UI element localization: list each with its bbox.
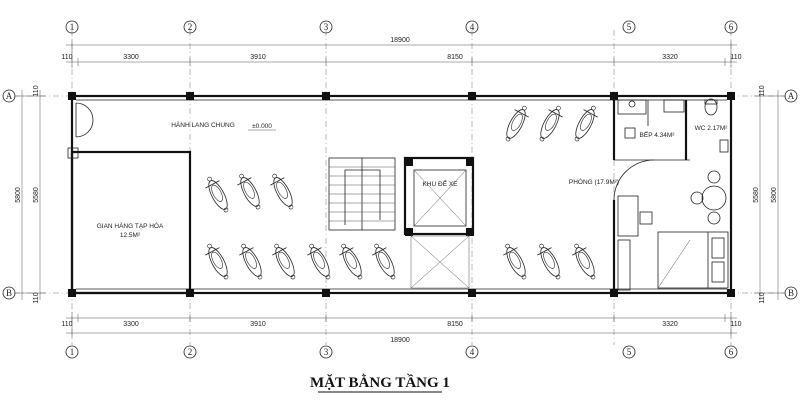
staircase	[328, 157, 396, 231]
dim-overall: 18900	[390, 37, 410, 44]
row-id: A	[6, 91, 13, 101]
dim-bay: 3320	[662, 54, 678, 61]
dim-depth: 5800	[15, 187, 22, 203]
motorbike	[233, 170, 267, 213]
grid-lines	[14, 30, 786, 345]
motorbike	[335, 240, 369, 283]
dim-edge: 110	[33, 85, 40, 96]
dim-bay: 3300	[123, 54, 139, 61]
shop-area: 12.5M²	[120, 232, 141, 239]
grid-id: 3	[324, 347, 329, 357]
grid-bubble: 1	[65, 345, 79, 359]
row-bubble: A	[2, 89, 16, 103]
grid-bubbles-top: 1 2 3 4 5 6	[65, 20, 738, 34]
motorbike	[201, 240, 235, 283]
lift-core: KHU ĐỂ XE	[403, 156, 475, 289]
row-id: B	[6, 288, 12, 298]
row-bubble: A	[784, 89, 798, 103]
grid-id: 1	[70, 347, 75, 357]
motorbike	[533, 102, 567, 145]
dim-bay: 3910	[250, 54, 266, 61]
motorbike	[268, 240, 302, 283]
dimensions-bottom: 3300 3910 8150 3320 18900 110 110	[61, 312, 742, 344]
dim-edge: 110	[61, 54, 72, 61]
grid-bubble: 3	[319, 20, 333, 34]
dim-edge: 110	[61, 321, 72, 328]
grid-id: 2	[188, 22, 193, 32]
grid-id: 6	[729, 347, 734, 357]
shop-room: GIAN HÀNG TẠP HÓA 12.5M²	[67, 102, 192, 295]
grid-bubble: 5	[622, 20, 636, 34]
grid-bubble: 3	[319, 345, 333, 359]
dim-edge: 110	[759, 292, 766, 303]
grid-bubble: 2	[183, 345, 197, 359]
row-id: A	[788, 91, 795, 101]
motorbike	[499, 102, 533, 145]
dimensions-side: 5800 5580 5580 5800 110 110 110 110	[15, 85, 784, 304]
dim-edge: 110	[730, 321, 741, 328]
motorbike	[568, 102, 602, 145]
corridor-label: HÀNH LANG CHUNG	[171, 120, 235, 129]
grid-bubble: 6	[724, 20, 738, 34]
grid-bubble: 4	[465, 345, 479, 359]
bedroom-label: PHÒNG (17.9M²)	[569, 177, 619, 186]
motorbike	[568, 240, 602, 283]
wc-label: WC 2.17M²	[695, 125, 729, 132]
grid-bubbles-bottom: 1 2 3 4 5 6	[65, 345, 738, 359]
dim-depth: 5580	[33, 187, 40, 203]
motorbike	[201, 173, 235, 216]
grid-id: 1	[70, 22, 75, 32]
dim-bay: 3910	[250, 321, 266, 328]
grid-id: 5	[627, 22, 632, 32]
grid-bubble: 4	[465, 20, 479, 34]
dim-bay: 3300	[123, 321, 139, 328]
dim-edge: 110	[759, 85, 766, 96]
motorbike	[303, 240, 337, 283]
motorbike	[499, 240, 533, 283]
grid-bubble: 2	[183, 20, 197, 34]
row-bubbles: A B A B	[2, 89, 798, 300]
dim-bay: 8150	[447, 321, 463, 328]
motorbike	[235, 240, 269, 283]
dimensions-top: 18900 3300 3910 8150 3320 110 110	[61, 37, 742, 68]
dim-depth: 5800	[771, 187, 778, 203]
grid-id: 4	[470, 347, 475, 357]
building-walls	[68, 92, 735, 297]
kitchen-label: BẾP 4.34M²	[640, 129, 676, 139]
motorbike	[368, 240, 402, 283]
motorbike	[533, 240, 567, 283]
row-bubble: B	[784, 286, 798, 300]
grid-bubble: 1	[65, 20, 79, 34]
lift-label: KHU ĐỂ XE	[422, 179, 458, 188]
row-bubble: B	[2, 286, 16, 300]
row-id: B	[788, 288, 794, 298]
dim-overall: 18900	[390, 337, 410, 344]
grid-id: 5	[627, 347, 632, 357]
dim-edge: 110	[730, 54, 741, 61]
dim-edge: 110	[33, 292, 40, 303]
grid-bubble: 6	[724, 345, 738, 359]
apartment-unit: BẾP 4.34M² WC 2.17M² PHÒNG (17.9M²)	[569, 96, 729, 293]
dim-bay: 8150	[447, 54, 463, 61]
shop-label: GIAN HÀNG TẠP HÓA	[97, 221, 164, 230]
level-mark: ±0.000	[252, 123, 272, 130]
dim-bay: 3320	[662, 321, 678, 328]
plan-title: MẶT BẰNG TẦNG 1	[310, 374, 450, 391]
drawing-title: MẶT BẰNG TẦNG 1	[310, 374, 450, 393]
motorbike	[266, 170, 300, 213]
grid-id: 3	[324, 22, 329, 32]
grid-bubble: 5	[622, 345, 636, 359]
grid-id: 2	[188, 347, 193, 357]
dim-depth: 5580	[753, 187, 760, 203]
grid-id: 4	[470, 22, 475, 32]
grid-id: 6	[729, 22, 734, 32]
